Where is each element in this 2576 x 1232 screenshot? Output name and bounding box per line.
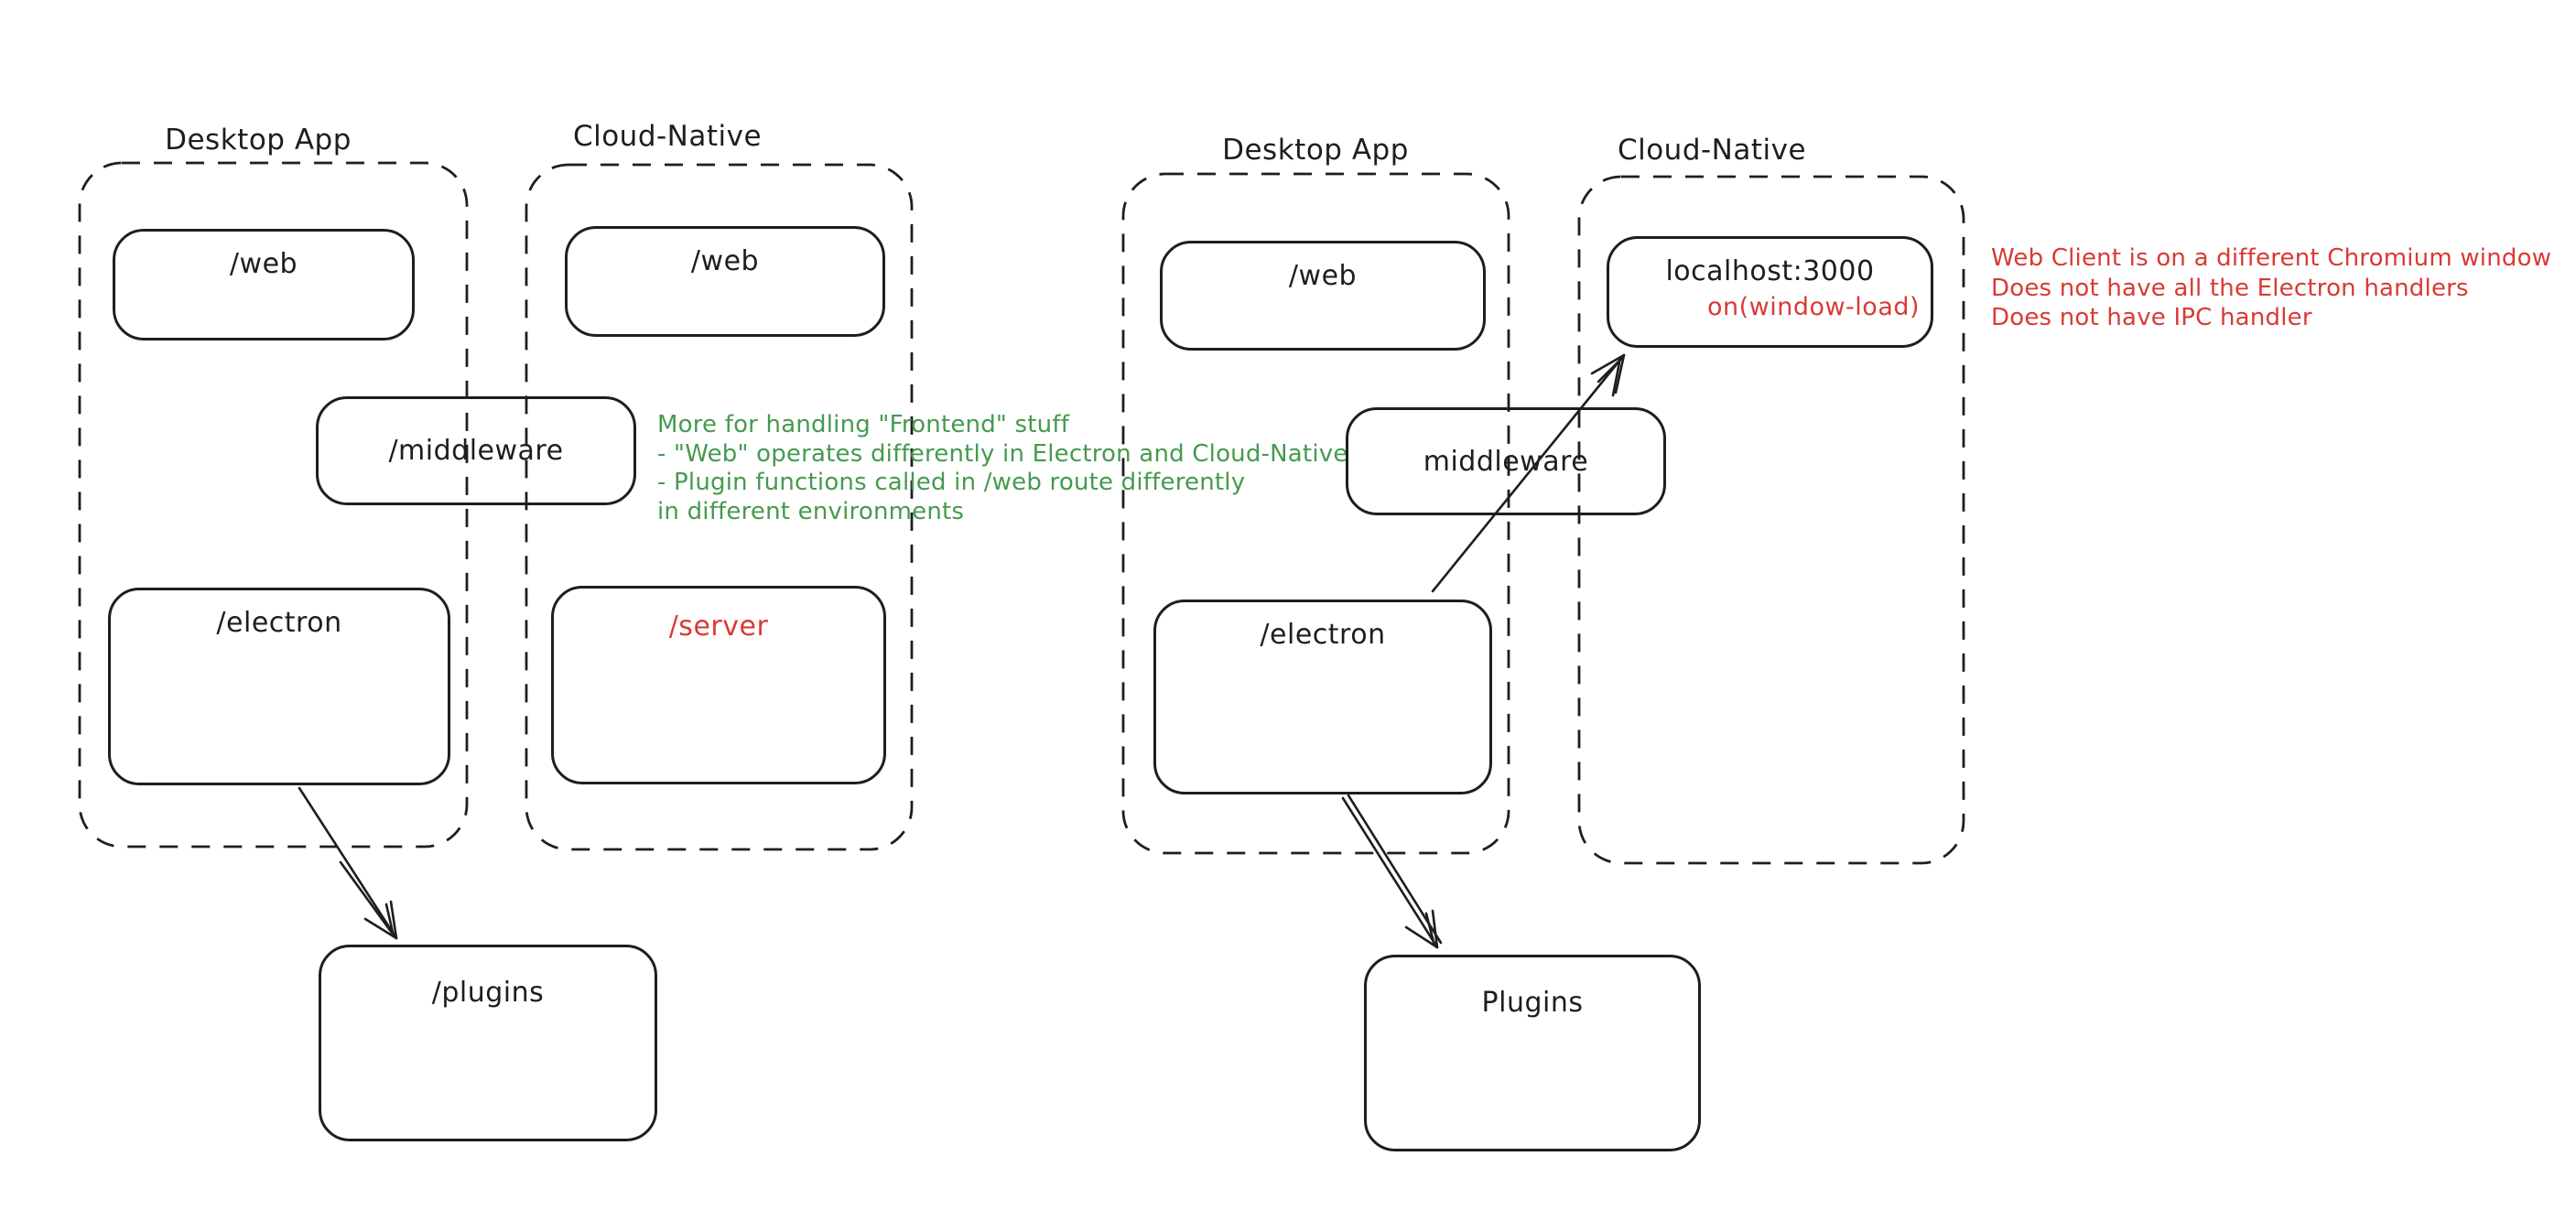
right-cloud-native-title: Cloud-Native [1617, 134, 1807, 167]
left-cloud-native-container [525, 163, 914, 851]
green-annotation-line: in different environments [657, 497, 965, 525]
left-desktop-app-container [78, 161, 469, 848]
green-annotation-line: - "Web" operates differently in Electron… [657, 439, 1348, 468]
left-cloud-server-label: /server [668, 611, 769, 643]
left-desktop-web-node: /web [113, 229, 415, 340]
left-cloud-web-node: /web [565, 226, 885, 337]
right-cloud-native-container [1577, 175, 1965, 865]
left-desktop-web-label: /web [229, 248, 298, 280]
red-annotation: Web Client is on a different Chromium wi… [1991, 243, 2551, 333]
right-desktop-electron-node: /electron [1153, 600, 1492, 794]
right-electron-to-plugins-arrow [1341, 794, 1443, 949]
left-middleware-node: /middleware [316, 396, 636, 505]
left-cloud-web-label: /web [690, 245, 760, 277]
right-desktop-app-title: Desktop App [1222, 134, 1409, 167]
red-annotation-line: Does not have IPC handler [1991, 304, 2312, 331]
left-plugins-label: /plugins [431, 977, 545, 1009]
right-plugins-label: Plugins [1481, 987, 1584, 1019]
right-middleware-node: middleware [1346, 407, 1666, 515]
right-middleware-label: middleware [1423, 445, 1589, 478]
left-electron-to-plugins-arrow [298, 786, 398, 940]
left-desktop-app-title: Desktop App [165, 124, 352, 157]
green-annotation-line: - Plugin functions called in /web route … [657, 469, 1246, 496]
right-electron-to-localhost-arrow [1431, 353, 1626, 593]
left-cloud-server-node: /server [551, 586, 886, 784]
left-desktop-electron-node: /electron [108, 588, 450, 785]
left-cloud-native-title: Cloud-Native [572, 120, 763, 153]
left-desktop-electron-label: /electron [216, 607, 342, 639]
green-annotation: More for handling "Frontend" stuff - "We… [657, 411, 1348, 526]
left-plugins-node: /plugins [319, 945, 657, 1141]
right-localhost-node: localhost:3000 on(window-load) [1607, 236, 1933, 348]
right-localhost-label: localhost:3000 [1665, 255, 1875, 287]
right-plugins-node: Plugins [1364, 955, 1701, 1151]
right-desktop-web-label: /web [1288, 260, 1358, 292]
red-annotation-line: Web Client is on a different Chromium wi… [1991, 244, 2552, 272]
right-desktop-electron-label: /electron [1260, 619, 1386, 651]
right-localhost-sub-label: on(window-load) [1706, 293, 1921, 321]
red-annotation-line: Does not have all the Electron handlers [1991, 274, 2469, 302]
left-middleware-label: /middleware [388, 435, 564, 467]
right-desktop-web-node: /web [1160, 241, 1486, 351]
green-annotation-line: More for handling "Frontend" stuff [657, 411, 1070, 438]
